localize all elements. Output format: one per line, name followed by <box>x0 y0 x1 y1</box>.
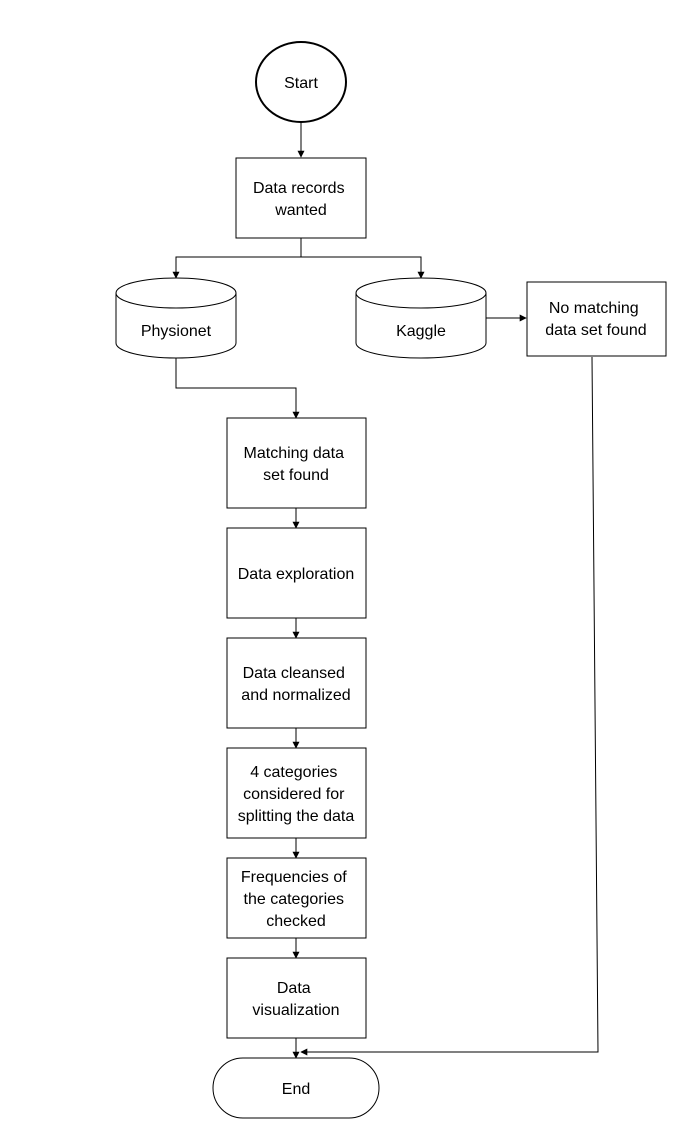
start-node: Start <box>255 41 347 123</box>
edge-nomatch-to-end <box>300 356 599 1056</box>
edge-records-to-kaggle <box>301 256 425 279</box>
matching-node: Matching data set found <box>226 417 367 509</box>
data-records-label: Data records wanted <box>253 180 349 219</box>
visualization-node: Data visualization <box>226 957 367 1039</box>
categories-label: 4 categories considered for splitting th… <box>238 764 355 825</box>
kaggle-label: Kaggle <box>396 323 446 340</box>
edge-physionet-to-matching <box>175 358 300 419</box>
kaggle-database: Kaggle <box>355 277 487 359</box>
frequencies-label: Frequencies of the categories checked <box>241 869 351 930</box>
cleansed-label: Data cleansed and normalized <box>241 665 350 704</box>
exploration-node: Data exploration <box>226 527 367 619</box>
physionet-database: Physionet <box>115 277 237 359</box>
cleansed-node: Data cleansed and normalized <box>226 637 367 729</box>
edge-records-to-sources <box>172 238 302 279</box>
data-records-node: Data records wanted <box>235 157 367 239</box>
matching-label: Matching data set found <box>244 445 349 484</box>
categories-node: 4 categories considered for splitting th… <box>226 747 367 839</box>
end-node: End <box>212 1057 380 1119</box>
end-label: End <box>282 1081 310 1098</box>
no-match-node: No matching data set found <box>526 281 667 357</box>
no-match-label: No matching data set found <box>545 300 646 339</box>
visualization-label: Data visualization <box>252 980 339 1019</box>
frequencies-node: Frequencies of the categories checked <box>226 857 367 939</box>
exploration-label: Data exploration <box>238 566 355 583</box>
physionet-label: Physionet <box>141 323 212 340</box>
start-label: Start <box>284 75 318 92</box>
